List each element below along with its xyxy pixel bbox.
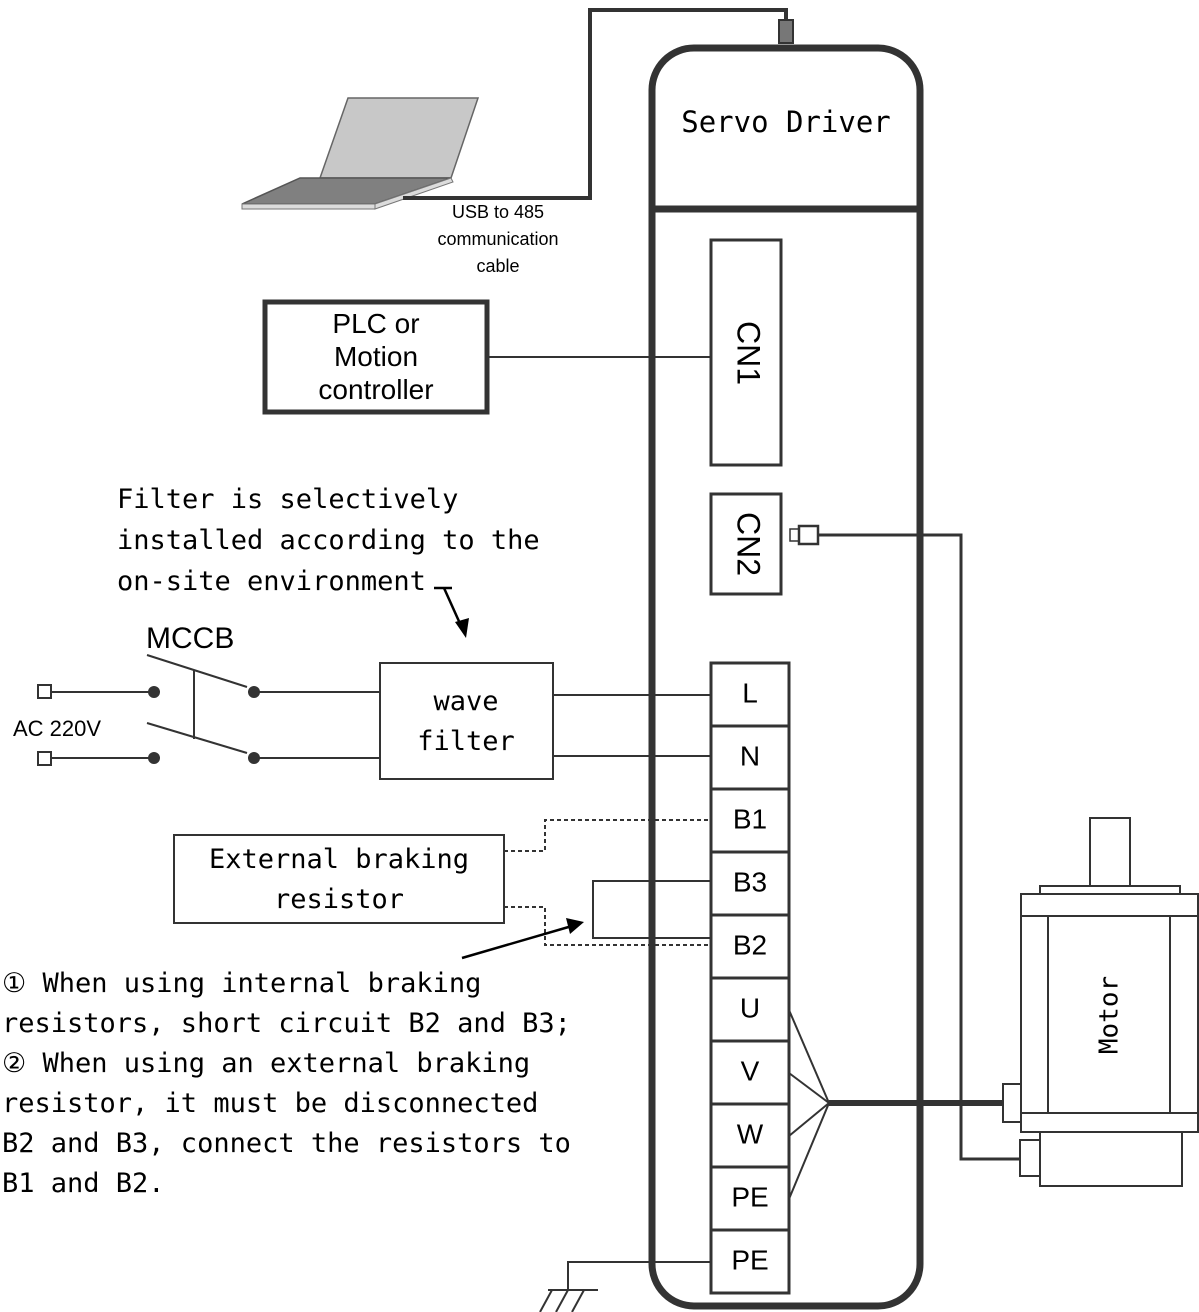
mccb-breaker: MCCB	[51, 622, 380, 764]
terminal-l-label: L	[742, 677, 758, 708]
power-input: AC 220V	[13, 684, 101, 766]
filter-note-line-2: installed according to the	[117, 525, 540, 556]
filter-note-arrow	[434, 586, 469, 638]
filter-note: Filter is selectively installed accordin…	[117, 484, 540, 597]
braking-resistor-line-1: External braking	[209, 844, 469, 875]
terminal-b1	[709, 787, 791, 854]
terminal-b2-label: B2	[733, 929, 767, 960]
terminal-pe-ground-label: PE	[731, 1244, 768, 1275]
b2-b3-short-link	[592, 880, 711, 939]
terminal-block: L N B1 B3 B2 U V W PE PE	[709, 661, 791, 1295]
wave-filter: wave filter	[379, 662, 554, 780]
resistor-to-b2-dashed	[504, 906, 711, 946]
terminal-v	[709, 1039, 791, 1106]
plc-motion-controller: PLC or Motion controller	[262, 299, 490, 415]
power-label: AC 220V	[13, 716, 101, 741]
motor-power-connector	[1002, 1083, 1022, 1123]
top-connector-port	[778, 19, 794, 44]
terminal-b1-label: B1	[733, 803, 767, 834]
motor-shaft	[1089, 817, 1131, 887]
terminal-pe-motor	[709, 1165, 791, 1232]
motor-power-fan	[788, 1009, 830, 1200]
braking-note-line-1: ① When using internal braking	[2, 968, 481, 999]
controller-label-line-1: PLC or	[332, 308, 419, 339]
servo-driver: Servo Driver	[648, 19, 924, 1310]
terminal-n-label: N	[740, 740, 760, 771]
encoder-cable	[818, 533, 1020, 1161]
motor-body	[1020, 893, 1199, 1133]
mccb-label: MCCB	[146, 622, 234, 655]
controller-label-line-2: Motion	[334, 341, 418, 372]
usb-485-cable	[403, 8, 788, 200]
cn2-encoder-plug	[789, 524, 820, 546]
terminal-pe-motor-label: PE	[731, 1181, 768, 1212]
controller-box	[262, 299, 490, 415]
terminal-w-label: W	[737, 1118, 764, 1149]
motor: Motor	[1002, 817, 1199, 1187]
cn2-connector: CN2	[709, 492, 783, 596]
cn1-label: CN1	[731, 321, 767, 385]
motor-encoder-housing	[1039, 1131, 1183, 1187]
usb-cable-label-line-3: cable	[476, 256, 519, 276]
filter-note-line-1: Filter is selectively	[117, 484, 458, 515]
braking-note: ① When using internal braking resistors,…	[2, 968, 571, 1199]
motor-encoder-connector	[1019, 1139, 1041, 1177]
wave-filter-line-2: filter	[417, 726, 515, 757]
cn1-connector: CN1	[709, 238, 783, 467]
servo-driver-outline	[648, 44, 924, 1310]
servo-driver-title: Servo Driver	[681, 105, 891, 139]
terminal-b3-label: B3	[733, 866, 767, 897]
ground-icon	[539, 1261, 711, 1312]
terminal-v-label: V	[741, 1055, 760, 1086]
external-braking-resistor: External braking resistor	[173, 834, 505, 924]
usb-cable-label-line-2: communication	[437, 229, 558, 249]
power-terminal-top	[37, 684, 52, 699]
braking-note-line-2: resistors, short circuit B2 and B3;	[2, 1008, 571, 1039]
braking-note-arrow	[461, 918, 584, 960]
braking-note-line-5: B2 and B3, connect the resistors to	[2, 1128, 571, 1159]
laptop-icon	[241, 97, 480, 210]
usb-cable-label-line-1: USB to 485	[452, 202, 544, 222]
braking-note-line-3: ② When using an external braking	[2, 1048, 530, 1079]
terminal-u	[709, 976, 791, 1043]
usb-cable-label: USB to 485 communication cable	[437, 202, 558, 276]
braking-note-line-6: B1 and B2.	[2, 1168, 165, 1199]
resistor-to-b1-dashed	[504, 819, 711, 852]
motor-label: Motor	[1095, 976, 1125, 1054]
braking-resistor-line-2: resistor	[274, 884, 404, 915]
controller-label-line-3: controller	[318, 374, 433, 405]
power-terminal-bottom	[37, 751, 52, 766]
braking-note-line-4: resistor, it must be disconnected	[2, 1088, 538, 1119]
terminal-l	[709, 661, 791, 728]
wave-filter-line-1: wave	[433, 686, 498, 717]
terminal-u-label: U	[740, 992, 760, 1023]
terminal-pe-ground	[709, 1228, 791, 1295]
filter-note-line-3: on-site environment	[117, 566, 426, 597]
cn2-label: CN2	[731, 512, 767, 576]
terminal-b2	[709, 913, 791, 980]
